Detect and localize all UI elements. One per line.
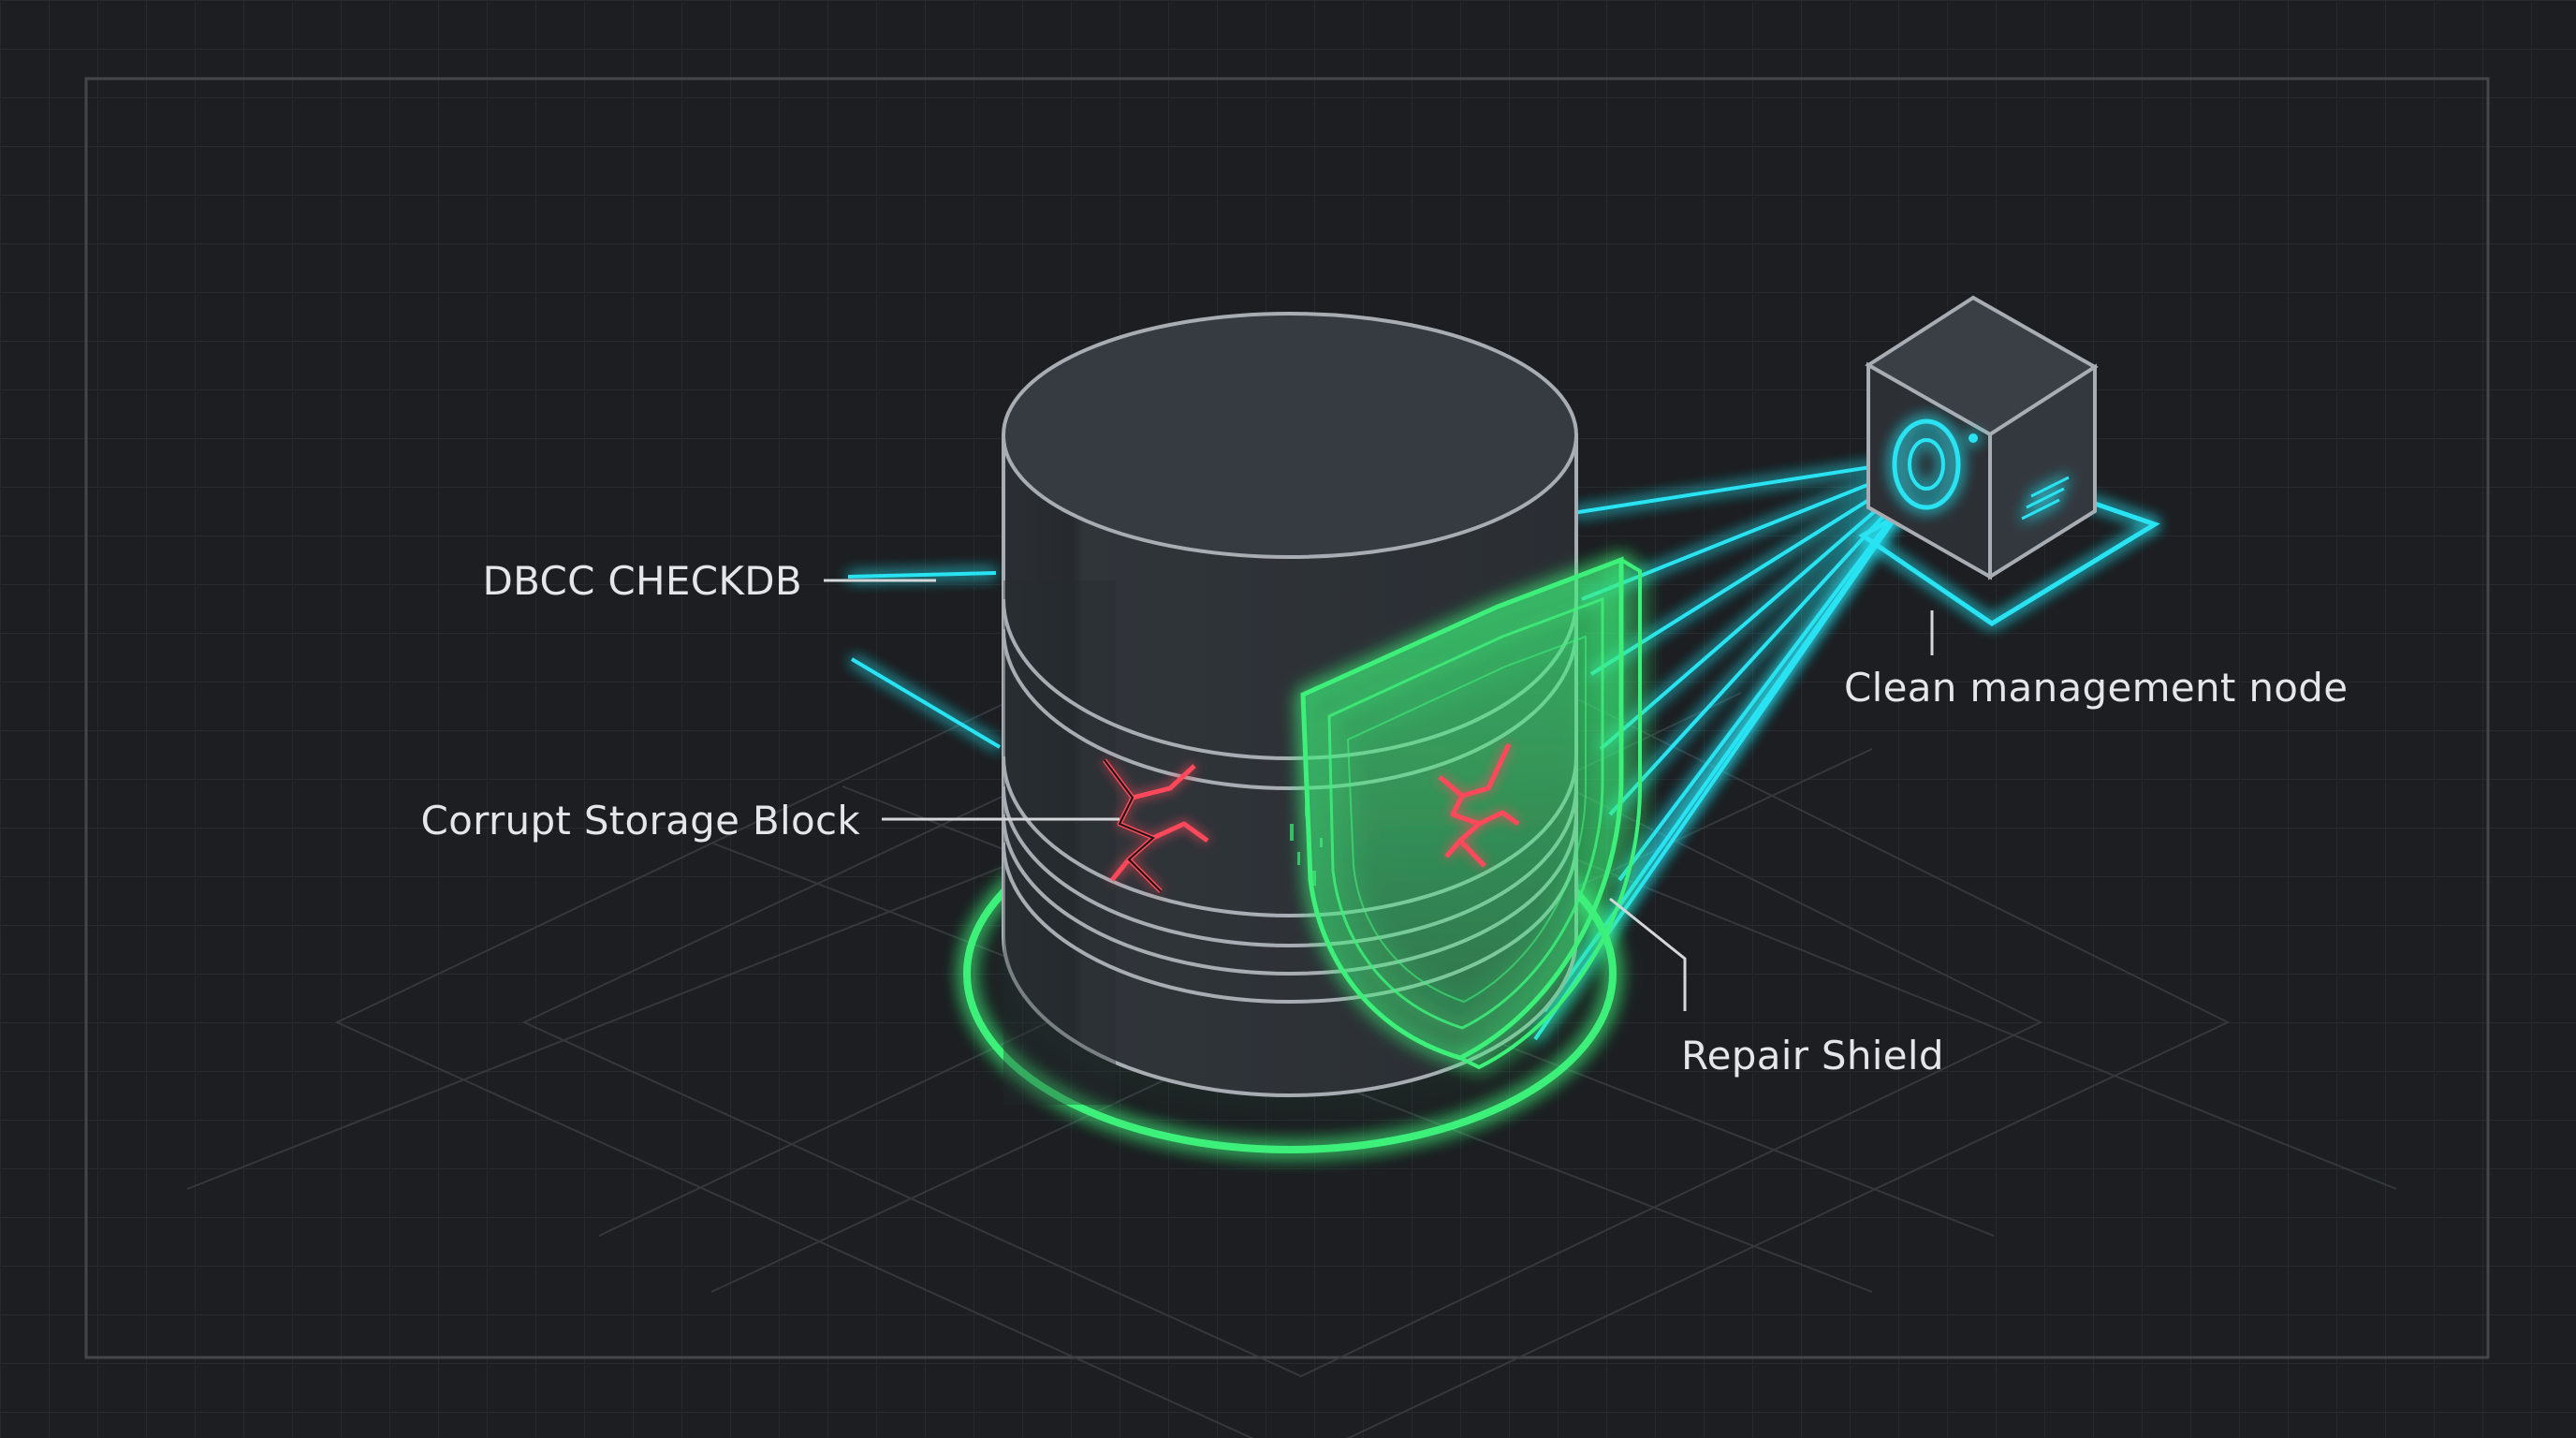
corrupt-storage-block-label: Corrupt Storage Block — [420, 798, 860, 844]
leader-repair-shield — [1609, 897, 1687, 1011]
shield-crack-icon — [1438, 742, 1520, 868]
repair-particles — [1290, 805, 1323, 886]
crack-icon — [1103, 758, 1209, 893]
repair-shield-label: Repair Shield — [1681, 1033, 1944, 1078]
leader-lines — [824, 579, 1934, 1011]
frame-border — [84, 77, 2490, 1359]
shield-icon — [1300, 556, 1642, 1070]
dbcc-checkdb-label: DBCC CHECKDB — [482, 558, 802, 604]
server-cube-icon — [1858, 295, 2160, 626]
clean-management-node-label: Clean management node — [1844, 665, 2349, 711]
